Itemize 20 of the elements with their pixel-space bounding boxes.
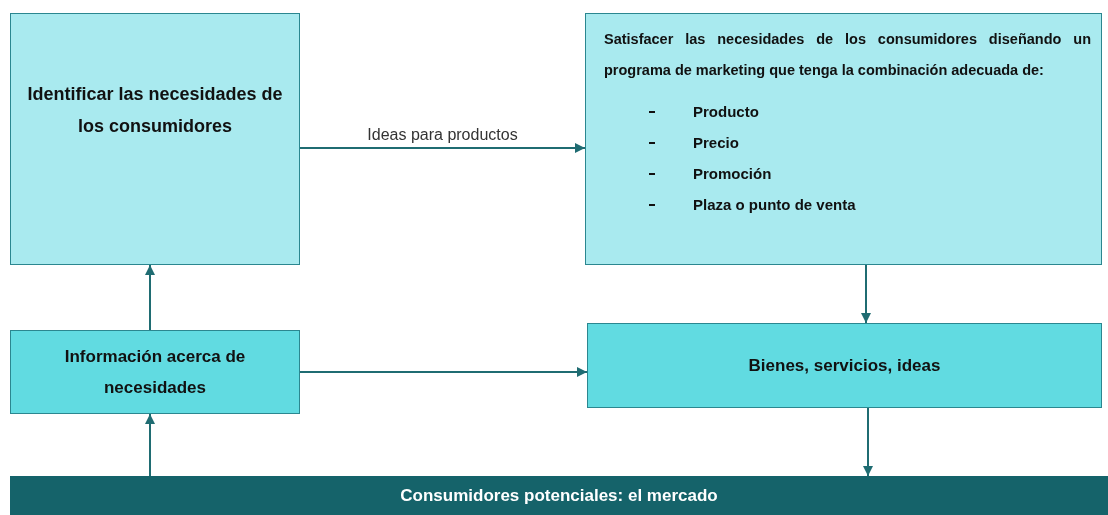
list-item: Plaza o punto de venta: [693, 196, 856, 213]
list-item: Precio: [693, 134, 739, 151]
process-box: [585, 13, 1102, 265]
list-item: Producto: [693, 103, 759, 120]
description-text: Satisfacer las necesidades de los consumidores diseñando un programa de marketing que tenga la combinación adecuada de:: [604, 30, 1091, 80]
arrow: [145, 413, 155, 477]
arrow: [863, 407, 873, 477]
box-title: Identificar las necesidades de los consumidores: [27, 83, 283, 138]
list-item: Promoción: [693, 165, 772, 182]
process-box: [10, 330, 300, 414]
bar-title: Consumidores potenciales: el mercado: [400, 484, 718, 507]
arrow: [299, 367, 588, 377]
process-box: [10, 13, 300, 265]
arrow: [299, 143, 586, 153]
process-box: [587, 323, 1102, 408]
arrow: [861, 264, 871, 324]
market-bar: [10, 476, 1108, 515]
box-title: Bienes, servicios, ideas: [748, 355, 941, 377]
box-title: Información acerca de necesidades: [63, 346, 247, 399]
arrow: [145, 264, 155, 331]
